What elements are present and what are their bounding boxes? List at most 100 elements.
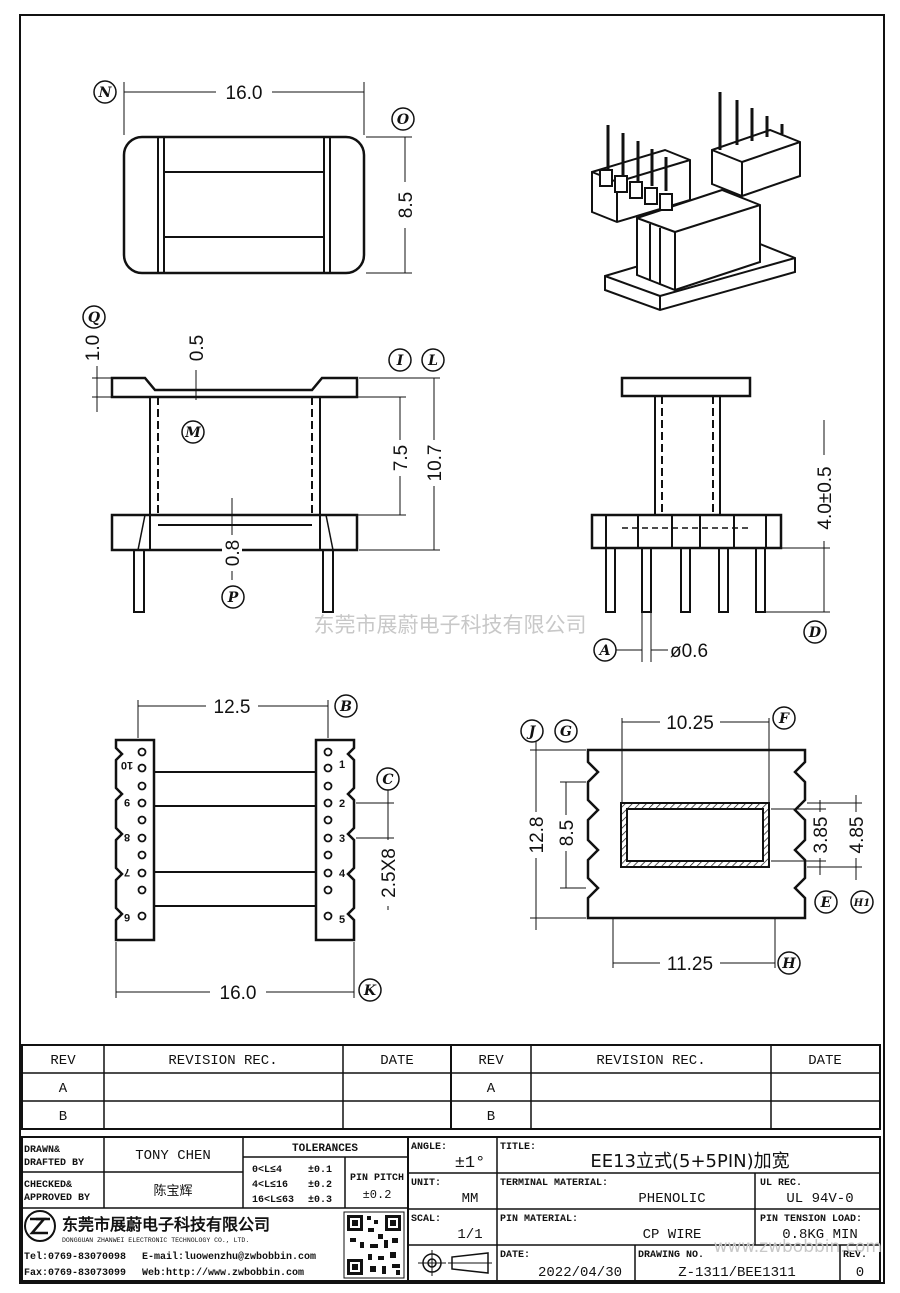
tension-label: PIN TENSION LOAD:	[760, 1214, 862, 1225]
svg-text:D: D	[808, 625, 822, 641]
rev-value: 0	[856, 1265, 864, 1281]
scale-value: 1/1	[457, 1227, 482, 1243]
checked-label-2: APPROVED BY	[24, 1193, 90, 1204]
pin-label-9: 9	[124, 796, 130, 808]
label-H: H	[777, 951, 801, 975]
rev-header-date-2: DATE	[808, 1053, 842, 1069]
rev-row-a-1: A	[59, 1081, 68, 1097]
drawn-label-1: DRAWN&	[24, 1145, 60, 1156]
dim-flange-thk: 1.0	[83, 335, 104, 361]
label-B: B	[334, 694, 358, 718]
label-C: C	[376, 767, 400, 791]
svg-text:G: G	[560, 724, 572, 740]
label-G: G	[554, 719, 578, 743]
tol-3v: ±0.3	[308, 1195, 332, 1206]
dim-top-width: 16.0	[226, 83, 263, 104]
unit-label: UNIT:	[411, 1178, 441, 1189]
pin-label-5: 5	[339, 914, 345, 926]
company-fax: Fax:0769-83073099	[24, 1268, 126, 1279]
label-O: O	[391, 107, 415, 131]
scale-label: SCAL:	[411, 1214, 441, 1225]
company-tel: Tel:0769-83070098	[24, 1251, 126, 1263]
dim-pin-len: 4.0±0.5	[815, 466, 836, 529]
pin-pitch-value: ±0.2	[363, 1188, 392, 1202]
svg-text:N: N	[98, 85, 113, 101]
rev-header-rev-1: REV	[50, 1053, 76, 1069]
core-hatch	[621, 803, 769, 867]
drawing-label: DRAWING NO.	[638, 1250, 704, 1261]
tolerances-label: TOLERANCES	[292, 1143, 358, 1155]
svg-text:L: L	[427, 353, 438, 369]
pin-label-1: 1	[339, 759, 345, 771]
tol-1v: ±0.1	[308, 1165, 332, 1176]
label-H1: H1	[850, 890, 874, 914]
svg-text:O: O	[397, 112, 410, 128]
svg-text:A: A	[598, 643, 611, 659]
rev-header-rec-1: REVISION REC.	[168, 1053, 277, 1069]
bottom-pin-view	[114, 700, 394, 998]
sheet-border	[19, 14, 885, 1284]
pin-label-10: 10	[121, 759, 133, 771]
label-D: D	[803, 620, 827, 644]
revision-table-text: REV REVISION REC. DATE REV REVISION REC.…	[50, 1053, 841, 1125]
rev-row-b-2: B	[487, 1109, 495, 1125]
dim-inner-h: 7.5	[391, 445, 412, 471]
watermark-url: www.zwbobbin.com	[714, 1237, 882, 1257]
top-view	[122, 82, 412, 275]
rev-header-date-1: DATE	[380, 1053, 414, 1069]
drawing-value: Z-1311/BEE1311	[678, 1265, 796, 1281]
date-label: DATE:	[500, 1250, 530, 1261]
title-label: TITLE:	[500, 1142, 536, 1153]
svg-text:Q: Q	[88, 310, 100, 326]
rev-label: REV.	[843, 1250, 867, 1261]
dim-pin-dia: ø0.6	[670, 641, 708, 662]
svg-text:H1: H1	[853, 898, 870, 909]
pin-material-label: PIN MATERIAL:	[500, 1214, 578, 1225]
label-M: M	[181, 420, 205, 444]
front-view	[92, 362, 440, 613]
dim-inner-w: 8.5	[557, 820, 578, 846]
isometric-view	[591, 92, 801, 312]
side-view	[590, 376, 830, 662]
svg-text:C: C	[382, 772, 393, 788]
title-value: EE13立式(5+5PIN)加宽	[590, 1151, 789, 1172]
pin-material-value: CP WIRE	[643, 1227, 702, 1243]
pin-label-6: 6	[124, 911, 130, 923]
dim-bottom-width: 16.0	[220, 983, 257, 1004]
dim-step: 0.5	[187, 335, 208, 361]
svg-text:E: E	[820, 895, 832, 911]
checked-name: 陈宝辉	[153, 1183, 192, 1199]
pin-holes	[137, 747, 333, 921]
dim-outer-h: 12.8	[527, 817, 548, 854]
company-cn: 东莞市展蔚电子科技有限公司	[62, 1215, 270, 1234]
label-E: E	[814, 890, 838, 914]
terminal-value: PHENOLIC	[638, 1191, 705, 1207]
tension-value: 0.8KG MIN	[782, 1227, 858, 1243]
ul-label: UL REC.	[760, 1178, 802, 1189]
dim-win-w: 10.25	[666, 713, 714, 734]
label-Q: Q	[82, 305, 106, 329]
svg-text:I: I	[396, 353, 404, 369]
drawn-label-2: DRAFTED BY	[24, 1158, 84, 1169]
svg-text:H: H	[781, 956, 796, 972]
angle-label: ANGLE:	[411, 1142, 447, 1153]
drawn-name: TONY CHEN	[135, 1148, 211, 1164]
label-I: I	[388, 348, 412, 372]
qr-code	[343, 1211, 405, 1279]
tol-2: 4<L≤16	[252, 1180, 288, 1191]
tol-2v: ±0.2	[308, 1180, 332, 1191]
label-A: A	[593, 638, 617, 662]
pin-label-7: 7	[124, 866, 130, 878]
label-N: N	[93, 80, 117, 104]
pin-label-8: 8	[124, 831, 130, 843]
label-K: K	[358, 978, 382, 1002]
angle-value: ±1°	[455, 1154, 486, 1173]
dim-core-h2: 4.85	[847, 817, 868, 854]
checked-label-1: CHECKED&	[24, 1180, 72, 1191]
label-L: L	[421, 348, 445, 372]
svg-text:K: K	[363, 983, 377, 999]
company-en: DONGGUAN ZHANWEI ELECTRONIC TECHNOLOGY C…	[62, 1237, 249, 1244]
svg-text:M: M	[184, 425, 201, 441]
rev-header-rev-2: REV	[478, 1053, 504, 1069]
